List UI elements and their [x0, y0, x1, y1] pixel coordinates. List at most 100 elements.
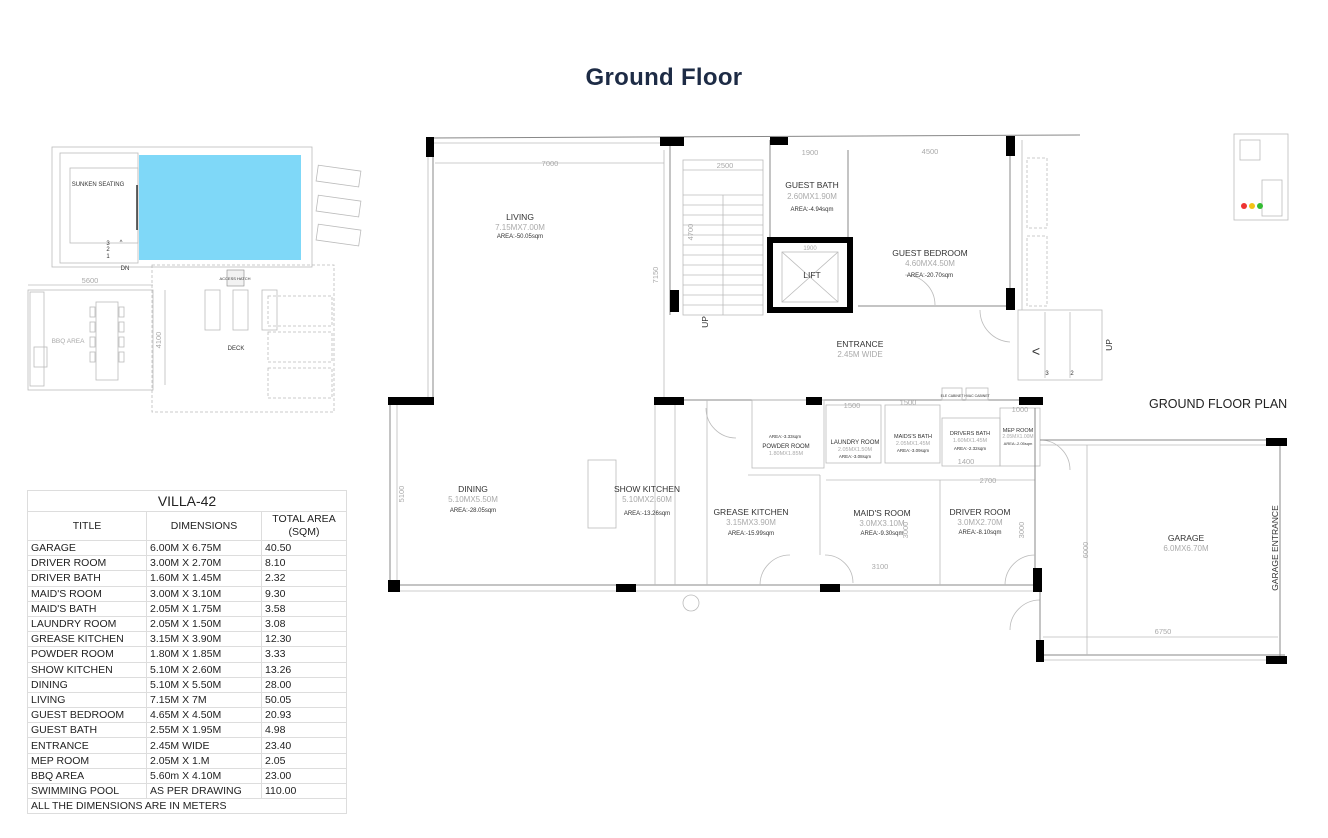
room-dimensions: 2.45M WIDE	[837, 350, 882, 359]
room-name: DRIVERS BATH	[950, 431, 990, 437]
dimensions-cell: 1.60M X 1.45M	[146, 570, 262, 587]
room-dimensions: 1.60MX1.45M	[953, 438, 988, 444]
room-dimensions: 4.60MX4.50M	[905, 259, 955, 268]
room-area: AREA:-3.09sqm	[897, 448, 930, 453]
room-area: AREA:-9.30sqm	[860, 531, 903, 537]
room-title-cell: ENTRANCE	[27, 737, 147, 754]
area-cell: 3.08	[261, 615, 347, 633]
area-cell: 4.98	[261, 722, 347, 739]
dimension-label: 4700	[686, 224, 695, 241]
staircase	[682, 159, 764, 316]
area-cell: 2.05	[261, 752, 347, 769]
room-title-cell: DINING	[27, 676, 147, 693]
room-name: MEP ROOM	[1003, 428, 1034, 434]
access-hatch-label: ACCESS HATCH	[219, 276, 250, 281]
room-area: AREA:-4.94sqm	[790, 207, 833, 213]
outdoor-unit	[682, 594, 700, 612]
room-name: ENTRANCE	[837, 339, 884, 349]
room-dimensions: 6.0MX6.70M	[1163, 544, 1209, 553]
dimensions-cell: 5.60m X 4.10M	[146, 767, 262, 785]
area-cell: 8.10	[261, 555, 347, 572]
dimension-label: 4100	[154, 332, 163, 349]
room-dimensions: 7.15MX7.00M	[495, 223, 545, 232]
room-title-cell: POWDER ROOM	[27, 646, 147, 663]
cabinet-label: HVAC CABINET	[964, 394, 990, 398]
room-title-cell: DRIVER ROOM	[27, 555, 147, 572]
dimension-label: 3000	[901, 522, 910, 539]
room-area: AREA:-3.08sqm	[839, 454, 872, 459]
step-number: 3	[106, 241, 110, 247]
room-name: LIFT	[803, 270, 820, 280]
planter	[1026, 235, 1048, 307]
dimension-label: 6000	[1081, 542, 1090, 559]
room-area: AREA:-2.32sqm	[954, 446, 987, 451]
room-title-cell: GUEST BATH	[27, 722, 147, 739]
cabinet-label: ELE CABINET	[941, 394, 965, 398]
room-dimensions: 2.05MX1.50M	[838, 447, 873, 453]
dimension-label: 2700	[980, 476, 997, 485]
room-title-cell: DRIVER BATH	[27, 570, 147, 587]
dimensions-cell: 5.10M X 5.50M	[146, 676, 262, 693]
dimensions-cell: 2.05M X 1.50M	[146, 615, 262, 633]
dimensions-cell: 3.15M X 3.90M	[146, 631, 262, 648]
room-title-cell: MAID'S BATH	[27, 600, 147, 617]
door-swing	[824, 554, 854, 584]
dimension-label: 6750	[1155, 627, 1172, 636]
area-cell: 23.40	[261, 737, 347, 754]
door-swing	[705, 407, 737, 439]
area-cell: 13.26	[261, 661, 347, 678]
dimension-label: 1900	[803, 246, 817, 252]
sunken-seating-label: SUNKEN SEATING	[72, 182, 125, 188]
room-title-cell: BBQ AREA	[27, 767, 147, 785]
room-dimensions: 3.0MX3.10M	[859, 519, 905, 528]
swimming-pool	[139, 155, 301, 260]
dimension-label: 5600	[82, 276, 99, 285]
dimensions-cell: 1.80M X 1.85M	[146, 646, 262, 663]
door-swing	[1009, 599, 1041, 631]
dimensions-cell: 2.05M X 1.M	[146, 752, 262, 769]
room-name: MAIDS'S BATH	[894, 434, 932, 440]
dimension-label: 7000	[542, 159, 559, 168]
column-header-total-area: TOTAL AREA (SQM)	[261, 511, 347, 541]
dimension-label: 1500	[844, 401, 861, 410]
room-dimensions: 1.80MX1.85M	[769, 451, 804, 457]
dimension-label: 3000	[1017, 522, 1026, 539]
room-title-cell: GARAGE	[27, 539, 147, 557]
area-cell: 2.32	[261, 570, 347, 587]
step-number: 2	[106, 247, 110, 253]
dimensions-cell: 7.15M X 7M	[146, 691, 262, 709]
site-plan: SUNKEN SEATING 3 2 1 ^ DN 5600 BBQ AREA …	[27, 146, 362, 413]
room-dimensions: 5.10MX2.60M	[622, 495, 672, 504]
room-name: LIVING	[506, 212, 534, 222]
room-dimensions: 3.15MX3.90M	[726, 518, 776, 527]
area-cell: 20.93	[261, 707, 347, 724]
area-cell: 110.00	[261, 782, 347, 800]
dimension-label: 1500	[900, 398, 917, 407]
access-hatch	[226, 269, 245, 287]
dining-table-icon	[95, 301, 119, 381]
room-name: GARAGE	[1168, 533, 1205, 543]
